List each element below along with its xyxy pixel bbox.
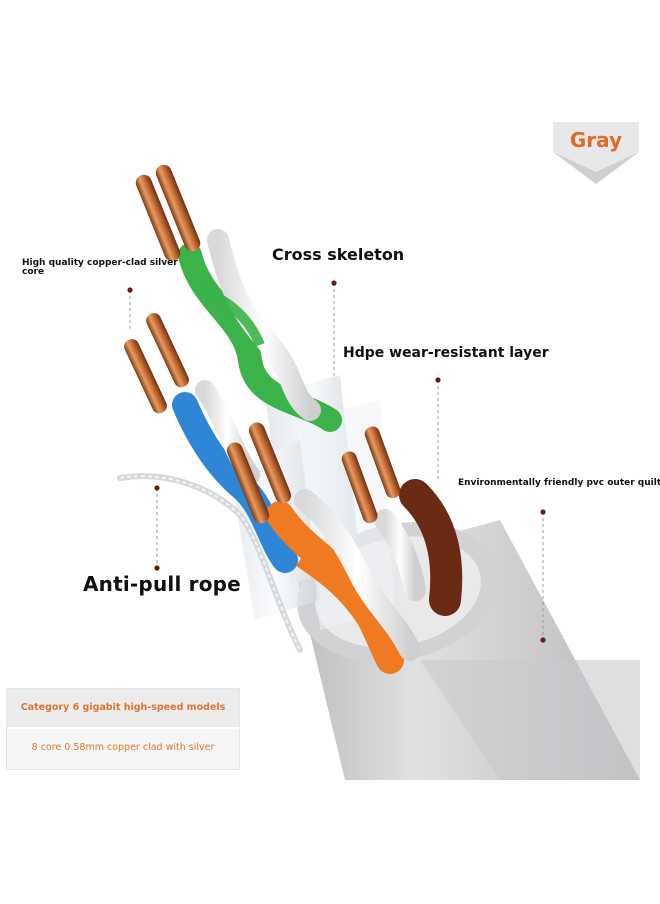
label-pvc-quilt: Environmentally friendly pvc outer quilt xyxy=(458,478,660,488)
anti-pull-rope xyxy=(117,473,303,653)
spec-box: Category 6 gigabit high-speed models 8 c… xyxy=(7,689,239,769)
spec-row-category: Category 6 gigabit high-speed models xyxy=(7,689,239,727)
orange-pair xyxy=(226,422,421,674)
leader-lines xyxy=(129,283,544,640)
spec-core-text: 8 core 0.58mm copper clad with silver xyxy=(31,742,215,753)
green-pair xyxy=(135,164,342,432)
label-cross-skeleton: Cross skeleton xyxy=(272,245,405,264)
brown-pair xyxy=(341,426,463,616)
color-name: Gray xyxy=(569,128,623,152)
spec-row-core: 8 core 0.58mm copper clad with silver xyxy=(7,729,239,769)
color-badge: Gray xyxy=(553,122,639,184)
label-anti-pull-rope: Anti-pull rope xyxy=(83,572,241,596)
spec-category-text: Category 6 gigabit high-speed models xyxy=(20,702,226,713)
cross-skeleton xyxy=(230,375,395,630)
label-copper-core: High quality copper-clad silver core xyxy=(22,258,178,277)
leader-dots xyxy=(127,280,546,643)
label-hdpe-layer: Hdpe wear-resistant layer xyxy=(343,345,549,361)
